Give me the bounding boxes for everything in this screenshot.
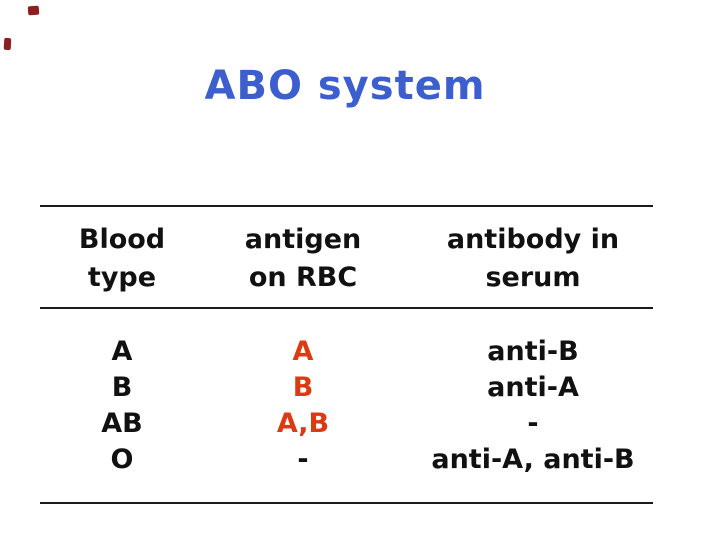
antigen-cell: A,B — [276, 408, 330, 439]
column-header-antigen: antigen on RBC — [203, 221, 403, 297]
antibody-cell: anti-B — [487, 336, 579, 367]
corner-decoration-mark — [3, 37, 12, 51]
column-header-blood-type: Blood type — [42, 221, 202, 297]
blood-type-cell: AB — [101, 408, 143, 439]
column-antibody-values: anti-B anti-A - anti-A, anti-B — [403, 334, 663, 478]
table-header-rule — [40, 307, 653, 309]
blood-type-cell: B — [111, 372, 133, 403]
antibody-cell: anti-A — [487, 372, 579, 403]
header-text: antibody in — [446, 224, 620, 255]
blood-type-cell: O — [110, 444, 134, 475]
header-text: on RBC — [248, 262, 358, 293]
table-top-rule — [40, 205, 653, 207]
table-bottom-rule — [40, 502, 653, 504]
column-header-antibody: antibody in serum — [403, 221, 663, 297]
corner-decoration-mark — [27, 5, 40, 16]
header-text: type — [87, 262, 157, 293]
antigen-cell: A — [292, 336, 314, 367]
antigen-cell: - — [297, 444, 309, 475]
header-text: Blood — [78, 224, 166, 255]
column-blood-type-values: A B AB O — [42, 334, 202, 478]
header-text: antigen — [244, 224, 362, 255]
antibody-cell: - — [527, 408, 539, 439]
header-text: serum — [485, 262, 581, 293]
column-antigen-values: A B A,B - — [203, 334, 403, 478]
slide-title: ABO system — [204, 63, 486, 109]
antibody-cell: anti-A, anti-B — [431, 444, 635, 475]
antigen-cell: B — [292, 372, 314, 403]
blood-type-cell: A — [111, 336, 133, 367]
